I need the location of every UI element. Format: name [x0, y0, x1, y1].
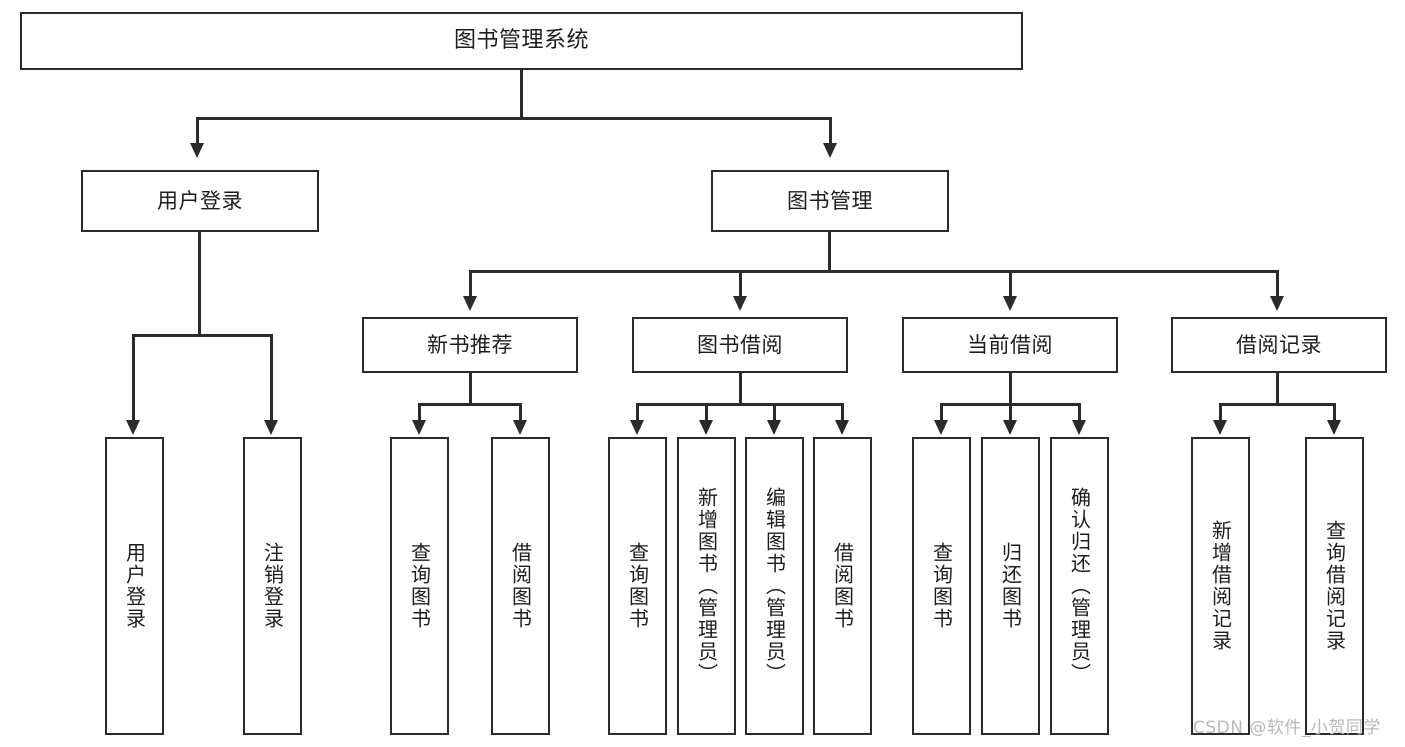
arrowhead-to-user-login	[190, 143, 204, 158]
leaf-logout[interactable]: 注销登录	[243, 437, 302, 735]
node-borrow-record[interactable]: 借阅记录	[1171, 317, 1387, 373]
connector-book-borrow-drop-1	[636, 403, 639, 422]
connector-book-manage-drop-2	[739, 270, 742, 298]
leaf-newbook-query-books[interactable]: 查询图书	[390, 437, 449, 735]
connector-user-login-drop-1	[132, 334, 135, 422]
connector-user-login-stem	[198, 232, 201, 336]
leaf-current-return-books[interactable]: 归还图书	[981, 437, 1040, 735]
node-new-book-recommend[interactable]: 新书推荐	[362, 317, 578, 373]
connector-user-login-drop-2	[270, 334, 273, 422]
arrowhead-new-book-leaf-2	[513, 420, 527, 435]
arrowhead-to-new-book	[463, 296, 477, 311]
connector-book-manage-stem	[828, 232, 831, 272]
connector-borrow-record-bus	[1219, 403, 1335, 406]
connector-book-borrow-bus	[636, 403, 843, 406]
connector-new-book-drop-1	[418, 403, 421, 422]
connector-current-borrow-stem	[1009, 373, 1012, 405]
arrowhead-new-book-leaf-1	[412, 420, 426, 435]
leaf-borrow-edit-book-admin[interactable]: 编辑图书（管理员）	[745, 437, 804, 735]
node-label: 确认归还（管理员）	[1067, 487, 1092, 685]
node-label: 图书借阅	[697, 332, 783, 357]
node-label: 查询图书	[929, 542, 954, 630]
arrowhead-to-current-borrow	[1003, 296, 1017, 311]
leaf-record-query-record[interactable]: 查询借阅记录	[1305, 437, 1364, 735]
node-label: 图书管理系统	[453, 28, 589, 54]
node-label: 借阅记录	[1236, 332, 1322, 357]
connector-book-borrow-drop-4	[841, 403, 844, 422]
connector-book-borrow-drop-2	[705, 403, 708, 422]
connector-borrow-record-stem	[1276, 373, 1279, 405]
arrowhead-user-login-leaf-1	[126, 420, 140, 435]
connector-root-drop-left	[196, 117, 199, 145]
arrowhead-borrow-record-leaf-1	[1213, 420, 1227, 435]
connector-current-borrow-drop-1	[940, 403, 943, 422]
node-label: 查询图书	[625, 542, 650, 630]
arrowhead-to-borrow-record	[1270, 296, 1284, 311]
connector-new-book-drop-2	[519, 403, 522, 422]
connector-book-borrow-drop-3	[773, 403, 776, 422]
connector-root-stem	[520, 70, 523, 118]
arrowhead-to-book-manage	[823, 143, 837, 158]
connector-new-book-stem	[469, 373, 472, 405]
arrowhead-current-borrow-leaf-3	[1072, 420, 1086, 435]
arrowhead-book-borrow-leaf-2	[699, 420, 713, 435]
node-label: 新增图书（管理员）	[694, 487, 719, 685]
arrowhead-current-borrow-leaf-2	[1003, 420, 1017, 435]
leaf-borrow-borrow-books[interactable]: 借阅图书	[813, 437, 872, 735]
node-label: 查询借阅记录	[1322, 520, 1347, 652]
connector-root-bus	[196, 117, 831, 120]
node-label: 当前借阅	[967, 332, 1053, 357]
node-label: 图书管理	[787, 188, 873, 213]
watermark-text: CSDN @软件_小贺同学	[1193, 718, 1381, 738]
connector-new-book-bus	[418, 403, 521, 406]
connector-borrow-record-drop-2	[1333, 403, 1336, 422]
node-label: 新增借阅记录	[1208, 520, 1233, 652]
leaf-current-confirm-return-admin[interactable]: 确认归还（管理员）	[1050, 437, 1109, 735]
node-label: 用户登录	[157, 188, 243, 213]
node-label: 查询图书	[407, 542, 432, 630]
connector-current-borrow-drop-3	[1078, 403, 1081, 422]
connector-book-borrow-stem	[739, 373, 742, 405]
connector-current-borrow-drop-2	[1009, 403, 1012, 422]
node-label: 注销登录	[260, 542, 285, 630]
connector-root-drop-right	[829, 117, 832, 145]
node-current-borrow[interactable]: 当前借阅	[902, 317, 1118, 373]
node-root-system[interactable]: 图书管理系统	[20, 12, 1023, 70]
node-label: 编辑图书（管理员）	[762, 487, 787, 685]
leaf-borrow-add-book-admin[interactable]: 新增图书（管理员）	[677, 437, 736, 735]
arrowhead-to-book-borrow	[733, 296, 747, 311]
node-label: 借阅图书	[508, 542, 533, 630]
arrowhead-book-borrow-leaf-3	[767, 420, 781, 435]
connector-borrow-record-drop-1	[1219, 403, 1222, 422]
node-user-login[interactable]: 用户登录	[81, 170, 319, 232]
connector-book-manage-drop-1	[469, 270, 472, 298]
node-book-borrow[interactable]: 图书借阅	[632, 317, 848, 373]
arrowhead-current-borrow-leaf-1	[934, 420, 948, 435]
leaf-current-query-books[interactable]: 查询图书	[912, 437, 971, 735]
arrowhead-user-login-leaf-2	[264, 420, 278, 435]
node-label: 新书推荐	[427, 332, 513, 357]
node-label: 归还图书	[998, 542, 1023, 630]
arrowhead-borrow-record-leaf-2	[1327, 420, 1341, 435]
connector-book-manage-drop-4	[1276, 270, 1279, 298]
leaf-record-add-record[interactable]: 新增借阅记录	[1191, 437, 1250, 735]
connector-book-manage-drop-3	[1009, 270, 1012, 298]
leaf-borrow-query-books[interactable]: 查询图书	[608, 437, 667, 735]
node-label: 用户登录	[122, 542, 147, 630]
connector-book-manage-bus	[469, 270, 1277, 273]
arrowhead-book-borrow-leaf-4	[835, 420, 849, 435]
node-book-manage[interactable]: 图书管理	[711, 170, 949, 232]
leaf-user-login[interactable]: 用户登录	[105, 437, 164, 735]
arrowhead-book-borrow-leaf-1	[630, 420, 644, 435]
leaf-newbook-borrow-books[interactable]: 借阅图书	[491, 437, 550, 735]
connector-user-login-bus	[132, 334, 272, 337]
node-label: 借阅图书	[830, 542, 855, 630]
